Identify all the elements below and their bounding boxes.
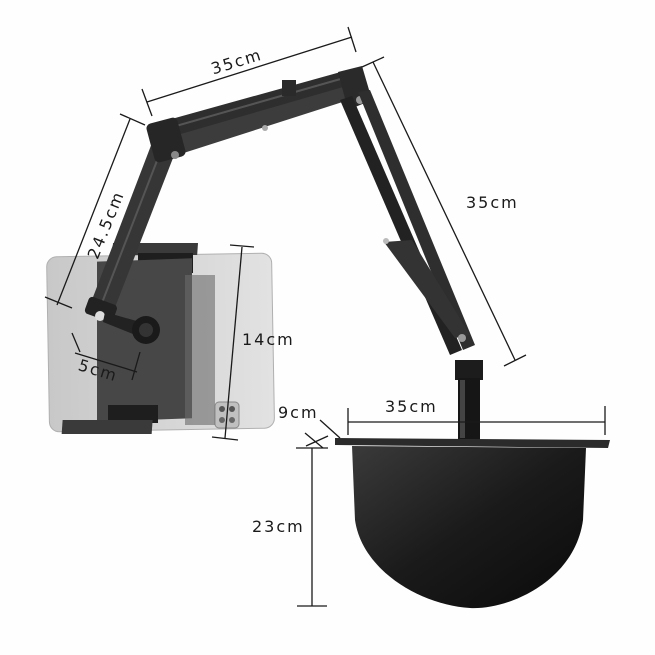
label-base-width: 35cm [385, 397, 438, 416]
clamp-base [335, 438, 610, 609]
mount-joint [84, 296, 160, 344]
mount-post [455, 360, 483, 440]
label-base-depth: 23cm [252, 517, 305, 536]
label-lower-arm: 35cm [466, 193, 519, 212]
label-base-thickness: 9cm [278, 403, 319, 422]
lower-arm [340, 90, 475, 355]
dimension-lines [44, 26, 606, 607]
label-holder-height: 14cm [242, 330, 295, 349]
upper-arm [146, 68, 365, 163]
forearm [90, 135, 180, 315]
